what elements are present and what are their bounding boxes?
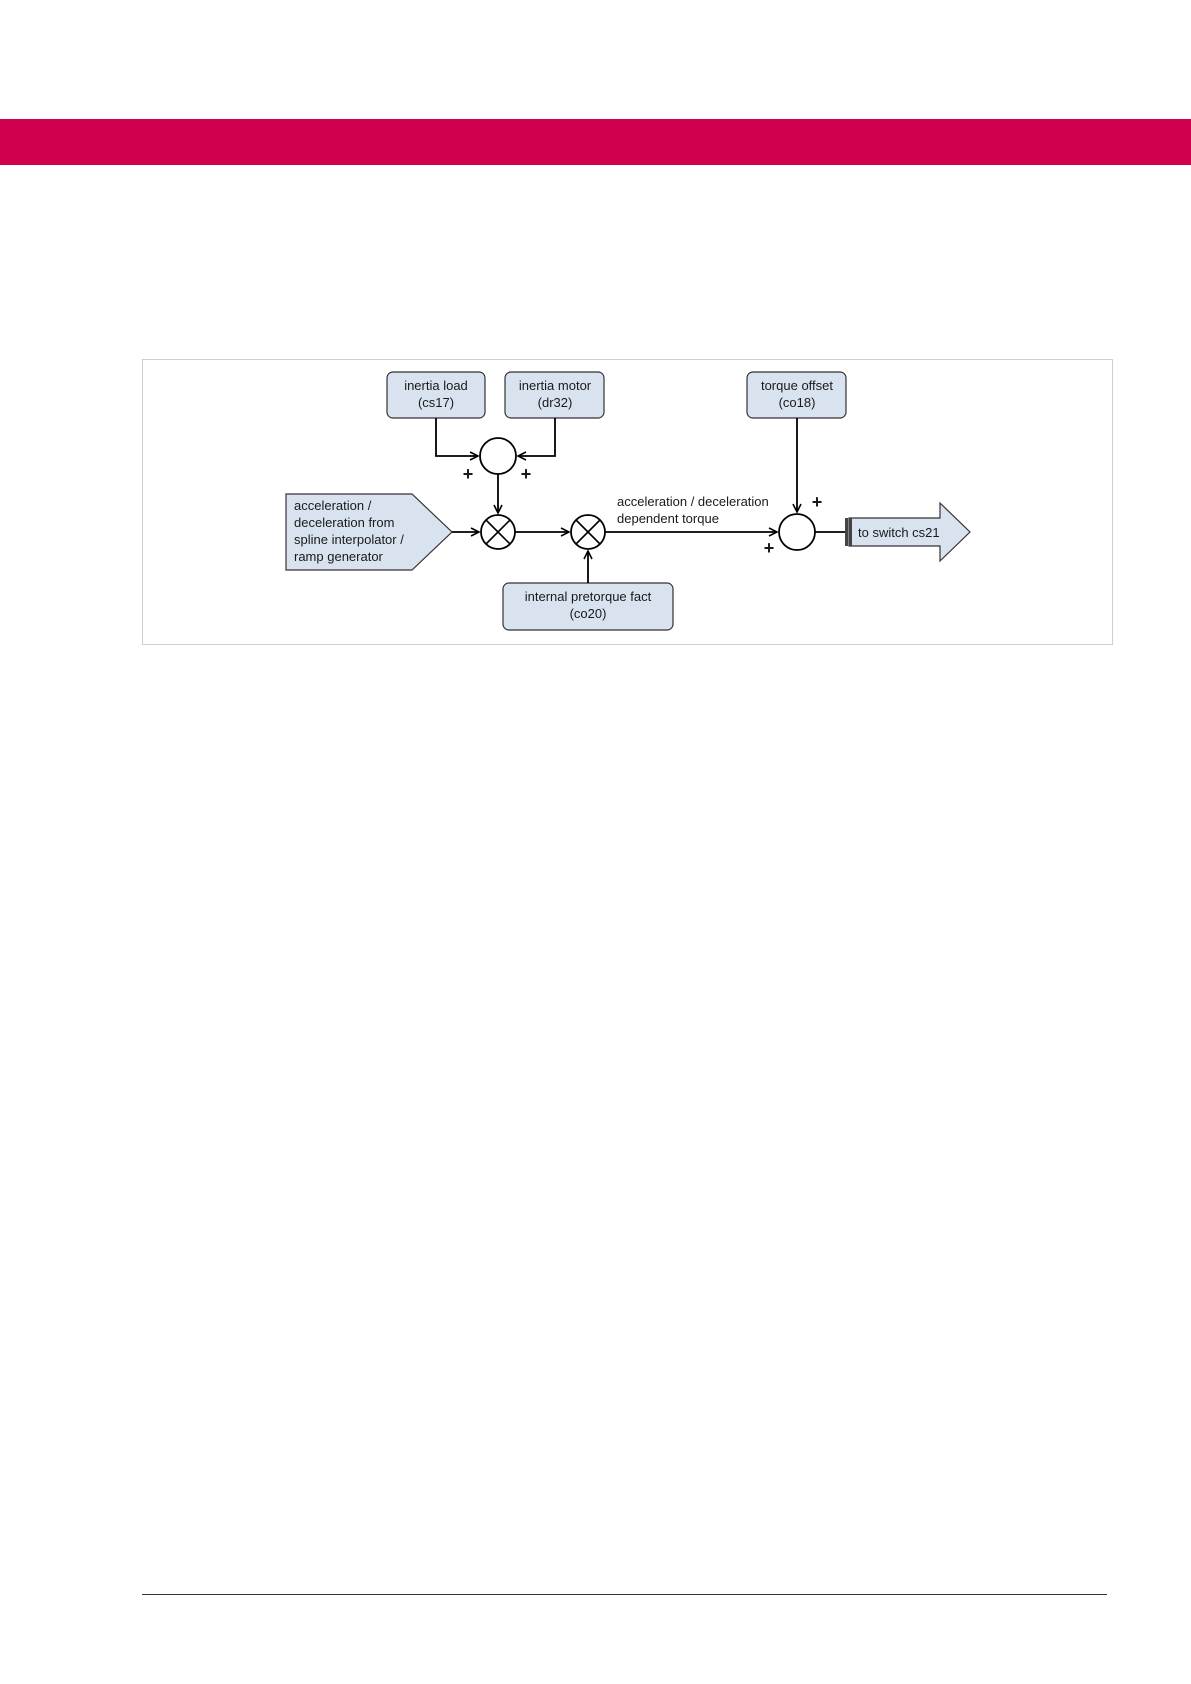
plus-sign-inertia-load: +	[463, 464, 474, 484]
inertia-motor-box: inertia motor (dr32)	[505, 372, 604, 418]
inertia-load-param: (cs17)	[418, 395, 454, 410]
block-diagram: inertia load (cs17) inertia motor (dr32)…	[0, 0, 1191, 700]
summing-junction-inertia	[480, 438, 516, 474]
plus-sign-torque-offset: +	[812, 492, 823, 512]
acceleration-input-block: acceleration / deceleration from spline …	[286, 494, 452, 570]
pretorque-box: internal pretorque fact (co20)	[503, 583, 673, 630]
footer-rule	[142, 1594, 1107, 1595]
output-arrow: to switch cs21	[845, 503, 970, 561]
accel-input-line-3: spline interpolator /	[294, 532, 404, 547]
output-arrow-label: to switch cs21	[858, 525, 940, 540]
inertia-motor-param: (dr32)	[538, 395, 573, 410]
signal-label-line-2: dependent torque	[617, 511, 719, 526]
multiplier-junction-2	[571, 515, 605, 549]
pretorque-label: internal pretorque fact	[525, 589, 652, 604]
pretorque-param: (co20)	[570, 606, 607, 621]
torque-offset-box: torque offset (co18)	[747, 372, 846, 418]
plus-sign-torque-signal: +	[764, 538, 775, 558]
summing-junction-offset	[779, 514, 815, 550]
multiplier-junction-1	[481, 515, 515, 549]
torque-offset-label: torque offset	[761, 378, 833, 393]
inertia-load-box: inertia load (cs17)	[387, 372, 485, 418]
accel-input-line-4: ramp generator	[294, 549, 384, 564]
inertia-motor-label: inertia motor	[519, 378, 592, 393]
torque-offset-param: (co18)	[779, 395, 816, 410]
inertia-load-label: inertia load	[404, 378, 468, 393]
accel-input-line-1: acceleration /	[294, 498, 372, 513]
signal-label-line-1: acceleration / deceleration	[617, 494, 769, 509]
plus-sign-inertia-motor: +	[521, 464, 532, 484]
accel-input-line-2: deceleration from	[294, 515, 394, 530]
